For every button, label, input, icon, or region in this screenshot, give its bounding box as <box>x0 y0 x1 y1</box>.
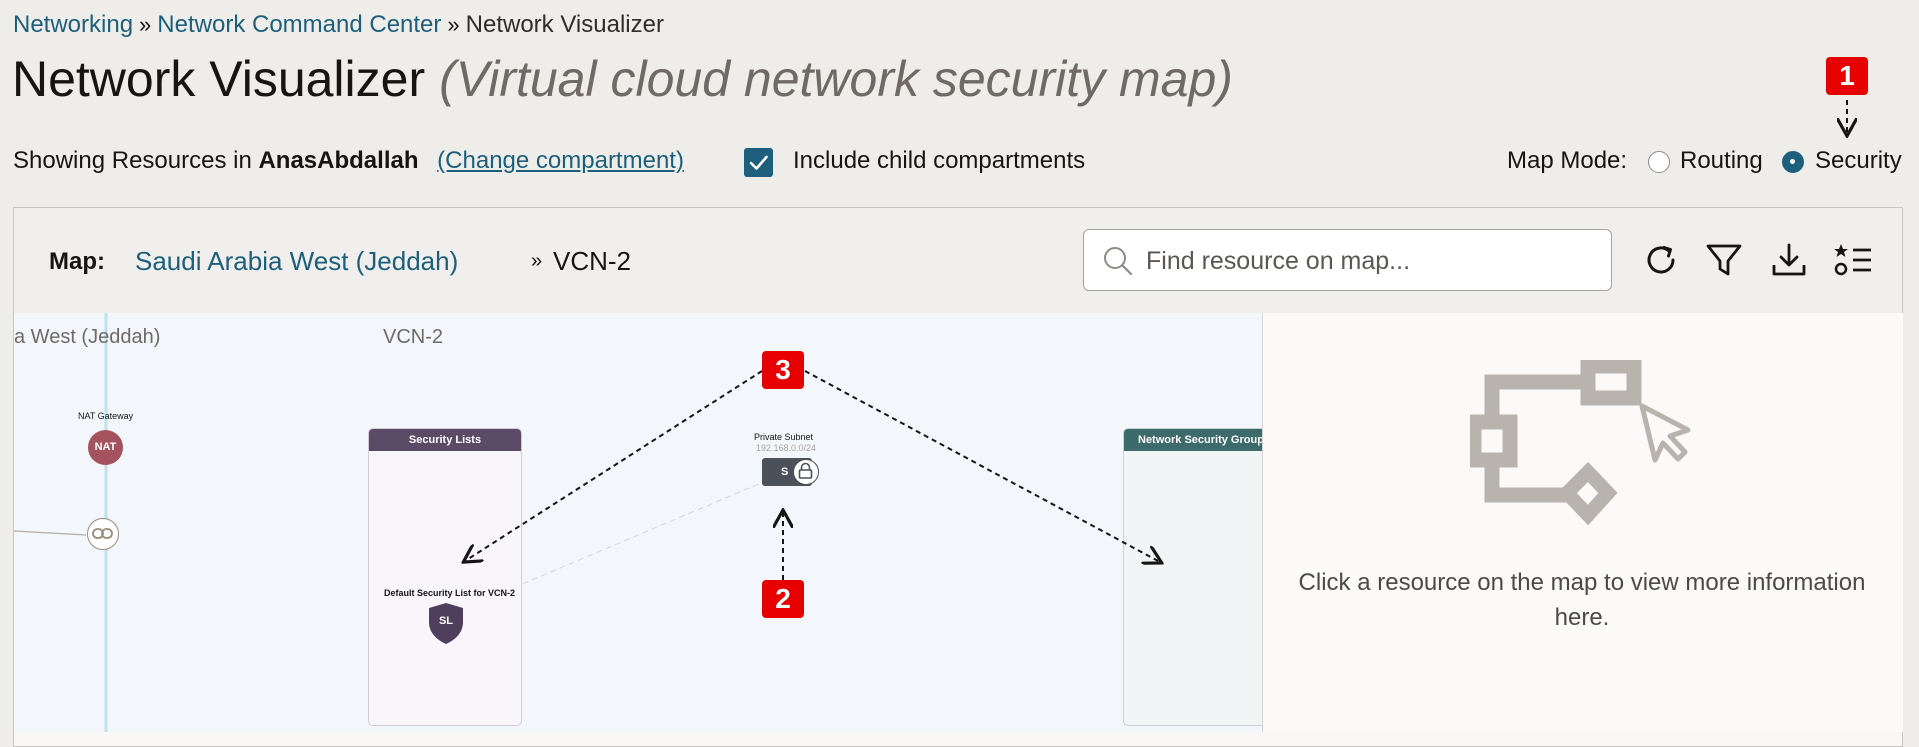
security-lists-card[interactable]: Security Lists <box>368 428 522 726</box>
download-icon[interactable] <box>1769 240 1809 280</box>
breadcrumb-separator: » <box>447 12 460 37</box>
callout-2: 2 <box>762 580 804 618</box>
nat-gateway-node[interactable]: NAT <box>88 430 123 465</box>
breadcrumb-network-command-center[interactable]: Network Command Center <box>157 11 442 38</box>
region-label: a West (Jeddah) <box>14 326 161 348</box>
security-lists-header: Security Lists <box>369 429 521 451</box>
map-label: Map: <box>49 248 105 275</box>
showing-resources: Showing Resources in AnasAbdallah (Chang… <box>13 147 684 175</box>
network-security-groups-card[interactable]: Network Security Groups <box>1123 428 1263 726</box>
network-map-icon <box>1470 360 1691 526</box>
routing-radio[interactable] <box>1648 151 1670 173</box>
search-icon <box>1104 247 1133 276</box>
lock-icon <box>793 459 819 485</box>
change-compartment-link[interactable]: (Change compartment) <box>437 147 684 174</box>
link-icon <box>92 528 113 539</box>
include-child-label: Include child compartments <box>793 147 1086 174</box>
page-title-text: Network Visualizer <box>12 51 426 107</box>
map-mode-label: Map Mode: <box>1507 147 1628 174</box>
compartment-name: AnasAbdallah <box>258 147 419 174</box>
nat-gateway-caption: NAT Gateway <box>78 411 134 421</box>
search-box[interactable] <box>1083 229 1612 292</box>
map-breadcrumb-separator: » <box>531 250 543 272</box>
map-region-link[interactable]: Saudi Arabia West (Jeddah) <box>135 246 459 276</box>
info-panel-message: Click a resource on the map to view more… <box>1298 569 1866 631</box>
callout-3: 3 <box>762 351 804 389</box>
legend-icon[interactable] <box>1833 240 1873 280</box>
security-list-badge: SL <box>438 615 454 627</box>
annotation-arrows <box>0 100 1919 580</box>
breadcrumb-separator: » <box>139 12 152 37</box>
callout-1: 1 <box>1826 57 1868 95</box>
breadcrumb-current: Network Visualizer <box>465 11 664 38</box>
security-label[interactable]: Security <box>1815 147 1902 174</box>
map-canvas[interactable] <box>14 313 1262 732</box>
include-child-checkbox[interactable] <box>744 148 773 177</box>
routing-label[interactable]: Routing <box>1680 147 1763 174</box>
network-security-groups-header: Network Security Groups <box>1124 429 1263 451</box>
security-radio[interactable] <box>1782 151 1804 173</box>
default-security-list-label: Default Security List for VCN-2 <box>384 588 516 598</box>
showing-prefix: Showing Resources in <box>13 147 252 174</box>
breadcrumb: Networking»Network Command Center»Networ… <box>13 11 664 39</box>
shield-icon[interactable] <box>428 602 464 645</box>
search-input[interactable] <box>1144 230 1598 292</box>
refresh-icon[interactable] <box>1641 240 1681 280</box>
vcn-label: VCN-2 <box>383 326 444 348</box>
checkmark-icon <box>749 155 768 170</box>
filter-icon[interactable] <box>1704 240 1744 280</box>
map-vcn-label: VCN-2 <box>553 246 632 276</box>
breadcrumb-networking[interactable]: Networking <box>13 11 134 38</box>
private-subnet-caption: Private Subnet <box>754 432 814 442</box>
page-title: Network Visualizer(Virtual cloud network… <box>12 50 1233 108</box>
gateway-link-node[interactable] <box>87 518 119 550</box>
private-subnet-cidr: 192.168.0.0/24 <box>756 443 817 453</box>
page-subtitle: (Virtual cloud network security map) <box>439 51 1233 107</box>
